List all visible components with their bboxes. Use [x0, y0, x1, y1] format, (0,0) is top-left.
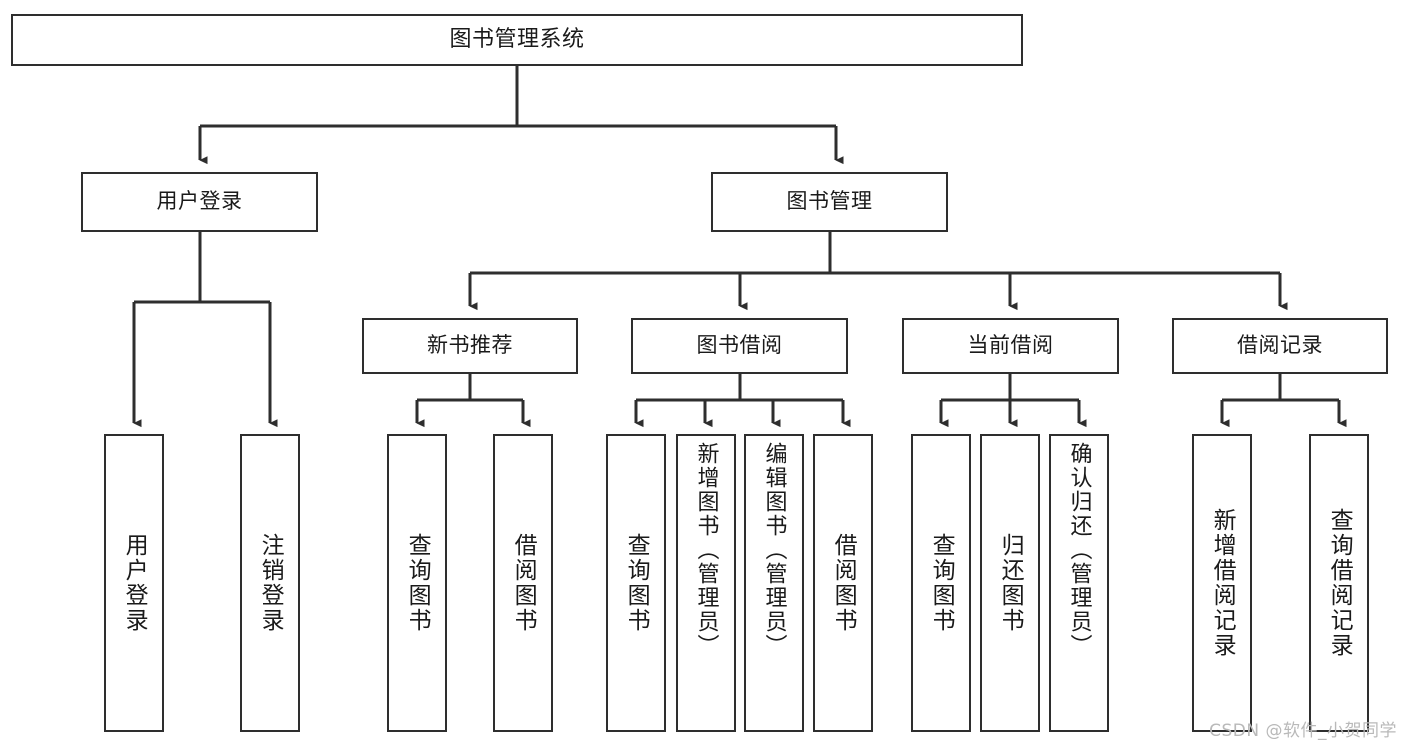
node-label: 借阅图书: [510, 533, 537, 633]
node-current-borrow[interactable]: 当前借阅: [902, 318, 1119, 374]
node-label: 借阅记录: [1237, 333, 1323, 358]
node-root-system[interactable]: 图书管理系统: [11, 14, 1023, 66]
node-label: 图书管理: [786, 189, 873, 214]
node-label: 查询图书: [404, 533, 431, 633]
node-label: 用户登录: [156, 189, 243, 214]
leaf-query-book-borrow[interactable]: 查询图书: [606, 434, 666, 732]
leaf-add-book-admin[interactable]: 新增图书（管理员）: [676, 434, 736, 732]
node-book-borrow[interactable]: 图书借阅: [631, 318, 848, 374]
node-label: 用户登录: [121, 533, 148, 633]
node-label: 新书推荐: [427, 333, 513, 358]
leaf-query-borrow-record[interactable]: 查询借阅记录: [1309, 434, 1369, 732]
leaf-confirm-return-admin[interactable]: 确认归还（管理员）: [1049, 434, 1109, 732]
leaf-edit-book-admin[interactable]: 编辑图书（管理员）: [744, 434, 804, 732]
node-borrow-record[interactable]: 借阅记录: [1172, 318, 1388, 374]
node-label: 新增借阅记录: [1209, 508, 1236, 658]
node-label: 借阅图书: [830, 533, 857, 633]
node-label: 确认归还（管理员）: [1066, 442, 1092, 658]
leaf-return-book[interactable]: 归还图书: [980, 434, 1040, 732]
watermark-text: CSDN @软件_小贺同学: [1209, 721, 1397, 741]
node-label: 查询图书: [928, 533, 955, 633]
leaf-query-book-current[interactable]: 查询图书: [911, 434, 971, 732]
leaf-query-book-recommend[interactable]: 查询图书: [387, 434, 447, 732]
leaf-logout[interactable]: 注销登录: [240, 434, 300, 732]
leaf-user-login[interactable]: 用户登录: [104, 434, 164, 732]
leaf-borrow-book-recommend[interactable]: 借阅图书: [493, 434, 553, 732]
node-label: 图书借阅: [696, 333, 783, 358]
node-label: 注销登录: [257, 533, 284, 633]
node-label: 编辑图书（管理员）: [761, 442, 787, 658]
node-new-book-recommend[interactable]: 新书推荐: [362, 318, 578, 374]
node-label: 新增图书（管理员）: [693, 442, 719, 658]
node-book-management[interactable]: 图书管理: [711, 172, 948, 232]
node-user-login[interactable]: 用户登录: [81, 172, 318, 232]
node-label: 查询图书: [623, 533, 650, 633]
node-label: 查询借阅记录: [1326, 508, 1353, 658]
node-label: 当前借阅: [967, 333, 1054, 358]
leaf-borrow-book[interactable]: 借阅图书: [813, 434, 873, 732]
node-label: 归还图书: [997, 533, 1024, 633]
leaf-add-borrow-record[interactable]: 新增借阅记录: [1192, 434, 1252, 732]
node-label: 图书管理系统: [449, 26, 585, 52]
